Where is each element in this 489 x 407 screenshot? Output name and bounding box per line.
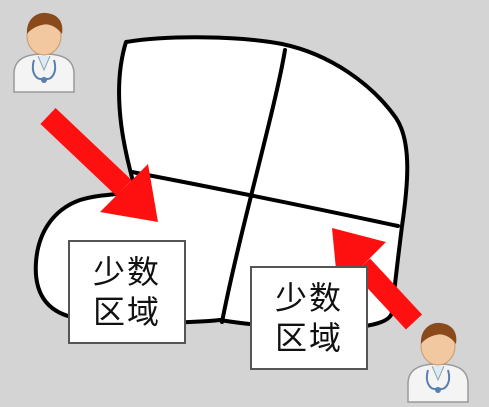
region-label-line2: 区域	[92, 293, 161, 331]
region-label-line2: 区域	[274, 319, 343, 357]
doctor-icon	[13, 12, 75, 93]
divider-vertical	[220, 48, 287, 324]
arrow-top-left	[40, 108, 158, 222]
divider-horizontal	[130, 170, 400, 228]
doctor-icon	[407, 322, 469, 403]
region-label-line1: 少数	[274, 279, 343, 317]
region-label-line1: 少数	[92, 253, 161, 291]
region-label-box: 少数 区域	[250, 266, 368, 370]
region-label-box: 少数 区域	[68, 240, 186, 344]
